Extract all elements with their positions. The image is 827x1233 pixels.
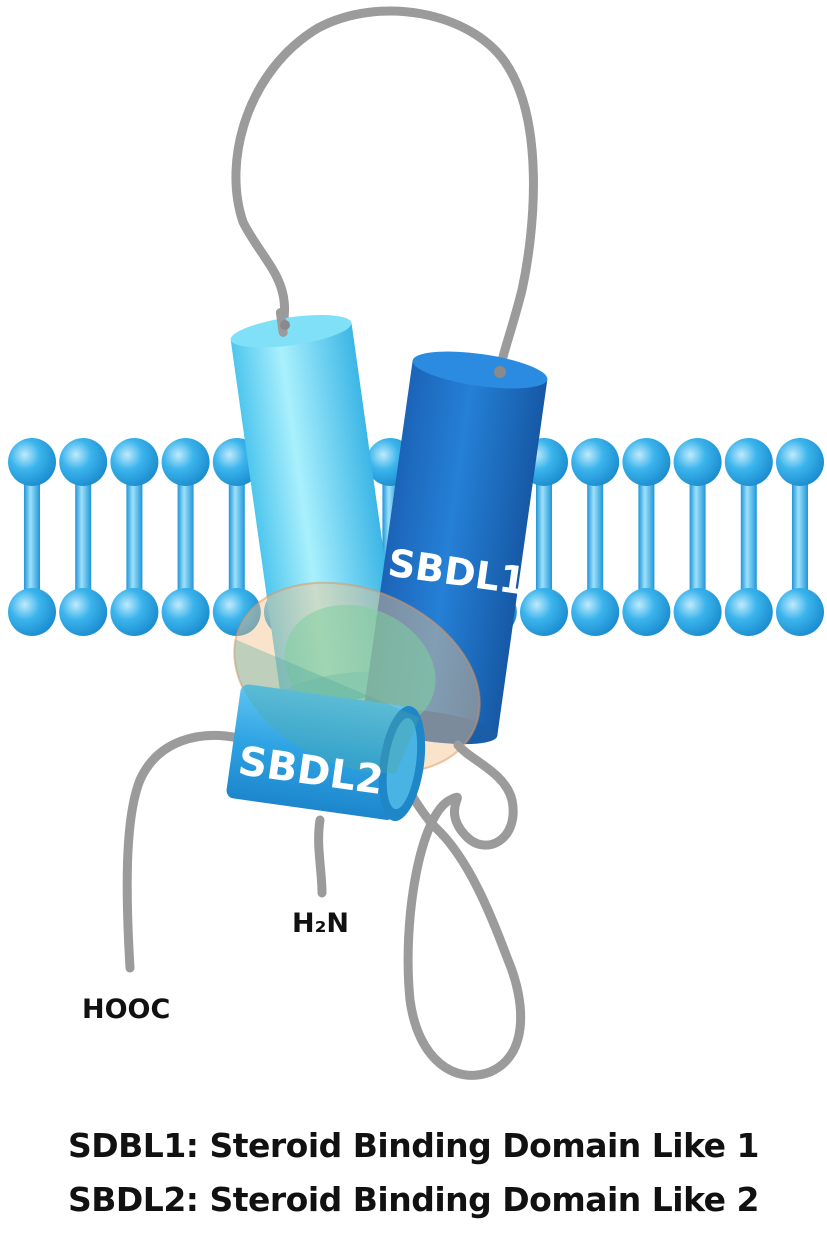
lipid-head: [520, 588, 568, 636]
c-terminal-chain: [127, 735, 238, 968]
lipid-head: [622, 438, 670, 486]
lipid-head: [162, 438, 210, 486]
lipid-head: [59, 438, 107, 486]
loop-anchor-helix1: [280, 320, 290, 330]
lipid-head: [110, 438, 158, 486]
loop-anchor-helix2: [494, 366, 506, 378]
n-terminal-chain: [319, 820, 322, 893]
lipid-head: [776, 438, 824, 486]
lipid-head: [725, 588, 773, 636]
lipid-head: [571, 588, 619, 636]
lipid-head: [8, 438, 56, 486]
intracellular-loop: [400, 745, 521, 1075]
label-c-terminus: HOOC: [82, 994, 170, 1025]
lipid-head: [59, 588, 107, 636]
lipid-head: [674, 438, 722, 486]
label-n-terminus: H₂N: [292, 908, 349, 939]
lipid-head: [110, 588, 158, 636]
lipid-head: [776, 588, 824, 636]
lipid-head: [674, 588, 722, 636]
lipid-head: [8, 588, 56, 636]
legend-line-1: SDBL1: Steroid Binding Domain Like 1: [0, 1126, 827, 1165]
lipid-head: [571, 438, 619, 486]
legend-line-2: SBDL2: Steroid Binding Domain Like 2: [0, 1180, 827, 1219]
lipid-head: [162, 588, 210, 636]
lipid-head: [622, 588, 670, 636]
lipid-head: [725, 438, 773, 486]
